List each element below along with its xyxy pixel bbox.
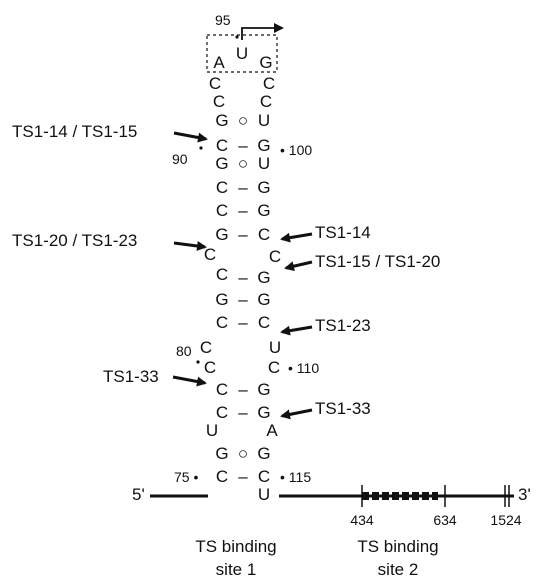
arrow-ts1-15-ts1-20	[284, 260, 313, 272]
position-90-dot	[199, 146, 203, 150]
arrow-ts1-14	[280, 232, 313, 243]
left-nucleotide: G	[215, 444, 228, 463]
five-prime-end: 5'	[132, 485, 145, 504]
left-nucleotide: C	[216, 136, 228, 155]
base-pair-symbol: ○	[238, 444, 248, 463]
position-label-95: 95	[215, 12, 231, 28]
label-ts1-14-ts1-15: TS1-14 / TS1-15	[12, 122, 137, 141]
position-label-75: 75 •	[174, 469, 198, 485]
position-label-90: 90	[172, 151, 188, 167]
base-pair-symbol: ○	[238, 111, 248, 130]
left-nucleotide: C	[216, 201, 228, 220]
left-nucleotide: G	[215, 290, 228, 309]
right-nucleotide: C	[263, 74, 275, 93]
right-nucleotide: G	[257, 268, 270, 287]
left-nucleotide: C	[216, 178, 228, 197]
position-95-dot	[235, 35, 239, 39]
left-nucleotide: C	[213, 92, 225, 111]
right-nucleotide: G	[257, 444, 270, 463]
position-label-80: 80	[176, 343, 192, 359]
arrow-ts1-20-ts1-23	[173, 241, 207, 251]
left-nucleotide: C	[216, 313, 228, 332]
left-nucleotide: C	[200, 338, 212, 357]
left-nucleotide: C	[216, 265, 228, 284]
left-nucleotide: G	[215, 111, 228, 130]
right-nucleotide: G	[257, 178, 270, 197]
position-634: 634	[433, 512, 457, 528]
arrow-ts1-23	[280, 325, 313, 336]
right-nucleotide: U	[269, 338, 281, 357]
caption-site-1-line-2: site 1	[216, 560, 257, 579]
loop-nucleotide-top: U	[236, 44, 248, 63]
right-nucleotide: C	[268, 358, 280, 377]
base-pair-symbol: ○	[238, 154, 248, 173]
loop-nucleotide-right: G	[259, 53, 272, 72]
left-nucleotide: G	[215, 154, 228, 173]
left-nucleotide: U	[206, 421, 218, 440]
arrow-ts1-14-ts1-15	[173, 131, 208, 143]
right-nucleotide: U	[258, 111, 270, 130]
caption-site-2-line-1: TS binding	[357, 537, 438, 556]
label-ts1-15-ts1-20: TS1-15 / TS1-20	[315, 252, 440, 271]
base-pair-symbol: –	[238, 178, 248, 197]
base-pair-symbol: –	[238, 268, 248, 287]
base-pair-symbols: ○ – ○ – – – – – – – – ○ –	[238, 111, 248, 486]
right-nucleotide: G	[257, 201, 270, 220]
right-nucleotide: G	[257, 290, 270, 309]
label-ts1-33-left: TS1-33	[103, 367, 159, 386]
arrow-ts1-33-left	[172, 375, 207, 387]
right-strand: C C U G U G G C C G G C U C G G A G C U	[257, 74, 281, 504]
loop-nucleotide-left: A	[213, 53, 225, 72]
base-pair-symbol: –	[238, 380, 248, 399]
right-nucleotide: C	[260, 92, 272, 111]
left-nucleotide: C	[204, 358, 216, 377]
label-ts1-23: TS1-23	[315, 316, 371, 335]
base-pair-symbol: –	[238, 403, 248, 422]
base-pair-symbol: –	[238, 136, 248, 155]
left-nucleotide: C	[204, 245, 216, 264]
right-nucleotide: G	[257, 380, 270, 399]
right-nucleotide: G	[257, 403, 270, 422]
right-nucleotide: A	[266, 421, 278, 440]
left-nucleotide: C	[216, 403, 228, 422]
position-label-110: • 110	[288, 360, 319, 376]
label-ts1-20-ts1-23: TS1-20 / TS1-23	[12, 231, 137, 250]
position-label-100: • 100	[280, 142, 312, 158]
three-prime-end: 3'	[518, 485, 531, 504]
base-pair-symbol: –	[238, 467, 248, 486]
label-ts1-14: TS1-14	[315, 223, 371, 242]
position-label-115: • 115	[280, 469, 311, 485]
left-strand: C C G C G C C G C C G C C C C C U G C	[200, 74, 229, 486]
left-nucleotide: C	[209, 74, 221, 93]
right-nucleotide: G	[257, 136, 270, 155]
transcription-start-arrow	[241, 23, 284, 40]
label-ts1-33-right: TS1-33	[315, 399, 371, 418]
right-nucleotide: U	[258, 154, 270, 173]
base-pair-symbol: –	[238, 290, 248, 309]
right-nucleotide: C	[269, 247, 281, 266]
base-pair-symbol: –	[238, 313, 248, 332]
right-nucleotide: U	[258, 485, 270, 504]
right-nucleotide: C	[258, 467, 270, 486]
position-1524: 1524	[490, 512, 521, 528]
right-nucleotide: C	[258, 225, 270, 244]
left-nucleotide: G	[215, 225, 228, 244]
left-nucleotide: C	[216, 467, 228, 486]
caption-site-2-line-2: site 2	[378, 560, 419, 579]
right-nucleotide: C	[258, 313, 270, 332]
position-434: 434	[350, 512, 374, 528]
base-pair-symbol: –	[238, 225, 248, 244]
arrow-ts1-33-right	[280, 408, 313, 420]
left-nucleotide: C	[216, 380, 228, 399]
caption-site-1-line-1: TS binding	[195, 537, 276, 556]
position-80-dot	[196, 360, 200, 364]
base-pair-symbol: –	[238, 201, 248, 220]
